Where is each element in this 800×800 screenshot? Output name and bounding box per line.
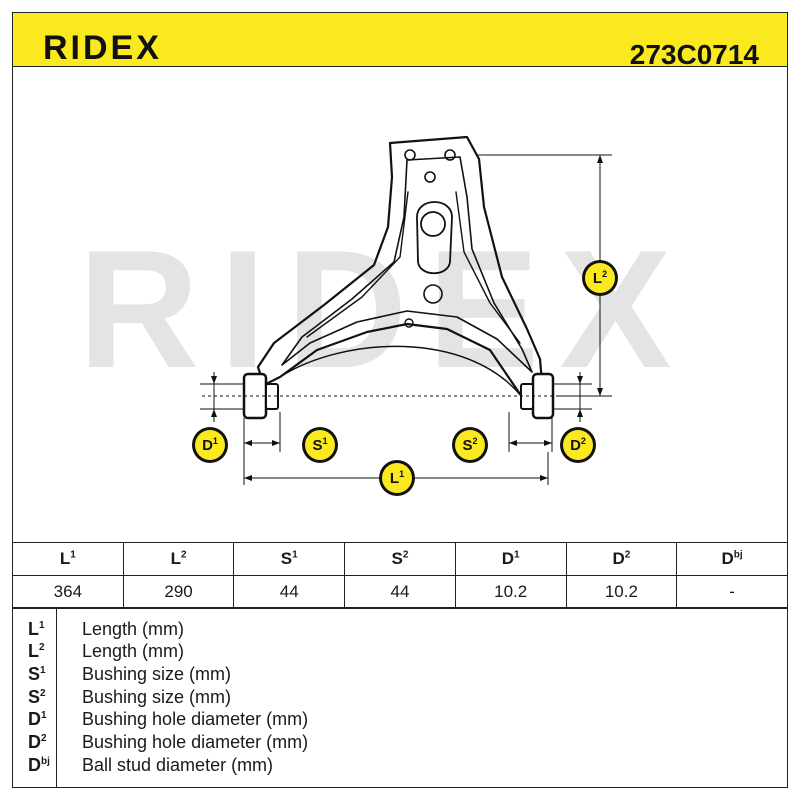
badge-D1-base: D (202, 437, 213, 454)
specs-header-row: L1 L2 S1 S2 D1 D2 Dbj (12, 542, 788, 576)
badge-S1-sup: 1 (323, 436, 328, 446)
legend-symbol: L1 (28, 619, 45, 639)
svg-text:S1: S1 (312, 436, 327, 454)
badge-S2-base: S (462, 437, 472, 454)
part-number: 273C0714 (629, 39, 759, 70)
legend-symbol: S1 (28, 664, 46, 684)
arm-inner-outline (281, 156, 533, 373)
legend-panel (12, 607, 788, 788)
value-cell-D2: 10.2 (565, 575, 678, 609)
badge-L1-base: L (390, 470, 399, 487)
svg-text:D2: D2 (570, 436, 586, 454)
value-cell-S1: 44 (233, 575, 346, 609)
badge-L2-base: L (593, 270, 602, 287)
plate-hole-left (404, 149, 416, 161)
header-bar: RIDEX 273C0714 (12, 12, 788, 70)
arm-outline (256, 135, 544, 399)
center-slot-hole (420, 211, 446, 237)
legend-description: Bushing size (mm) (82, 687, 232, 707)
arm-rib-right (455, 191, 521, 344)
lower-hole (423, 284, 443, 304)
header-cell-Dbj: Dbj (676, 542, 788, 576)
legend-description: Bushing hole diameter (mm) (82, 732, 309, 752)
legend-symbol: Dbj (28, 755, 50, 775)
header-cell-L2: L2 (122, 542, 235, 576)
arm-lower-edge (279, 345, 523, 398)
specs-table: L1 L2 S1 S2 D1 D2 Dbj 364 290 44 44 10.2… (12, 542, 788, 609)
legend-description: Length (mm) (82, 641, 185, 661)
badge-D2-base: D (570, 437, 581, 454)
legend-description: Bushing size (mm) (82, 664, 232, 684)
badge-L1: L1 (379, 460, 415, 496)
center-slot (416, 201, 453, 275)
badge-D2-sup: 2 (581, 436, 586, 446)
badge-L1-sup: 1 (399, 469, 404, 479)
legend-symbol: D2 (28, 732, 47, 752)
value-cell-D1: 10.2 (454, 575, 567, 609)
bushing-left-inner (265, 383, 279, 410)
badge-S2: S2 (452, 427, 488, 463)
header-cell-L1: L1 (12, 542, 124, 576)
arm-rib-left (306, 191, 409, 338)
header-cell-D1: D1 (454, 542, 567, 576)
specs-value-row: 364 290 44 44 10.2 10.2 - (12, 575, 788, 609)
legend-symbol: D1 (28, 709, 47, 729)
plate-hole-right (444, 149, 456, 161)
badge-D1: D1 (192, 427, 228, 463)
value-cell-Dbj: - (676, 575, 788, 609)
legend-symbol: S2 (28, 687, 46, 707)
header-cell-S2: S2 (344, 542, 456, 576)
small-mark (404, 318, 414, 328)
value-cell-L1: 364 (12, 575, 124, 609)
badge-D1-sup: 1 (213, 436, 218, 446)
legend-symbol: L2 (28, 641, 45, 661)
dimension-lines (200, 154, 612, 485)
svg-text:L2: L2 (593, 269, 607, 287)
badge-S2-sup: 2 (473, 436, 478, 446)
svg-text:D1: D1 (202, 436, 218, 454)
badge-S1: S1 (302, 427, 338, 463)
svg-text:S2: S2 (462, 436, 477, 454)
badge-L2-sup: 2 (602, 269, 607, 279)
plate-hole-center (424, 171, 436, 183)
watermark-logo: RIDEX (78, 215, 692, 403)
legend-description: Bushing hole diameter (mm) (82, 709, 309, 729)
control-arm-diagram: L2 D1 S1 S2 D2 L1 (192, 135, 618, 496)
header-cell-D2: D2 (565, 542, 678, 576)
legend-description: Ball stud diameter (mm) (82, 755, 274, 775)
dimension-arrows (211, 155, 603, 481)
header-cell-S1: S1 (233, 542, 346, 576)
svg-text:L1: L1 (390, 469, 404, 487)
value-cell-L2: 290 (122, 575, 235, 609)
legend-description: Length (mm) (82, 619, 185, 639)
badge-D2: D2 (560, 427, 596, 463)
legend-divider (56, 607, 57, 788)
brand-logo: RIDEX (43, 29, 162, 67)
value-cell-S2: 44 (344, 575, 456, 609)
badge-S1-base: S (312, 437, 322, 454)
badge-L2: L2 (582, 260, 618, 296)
